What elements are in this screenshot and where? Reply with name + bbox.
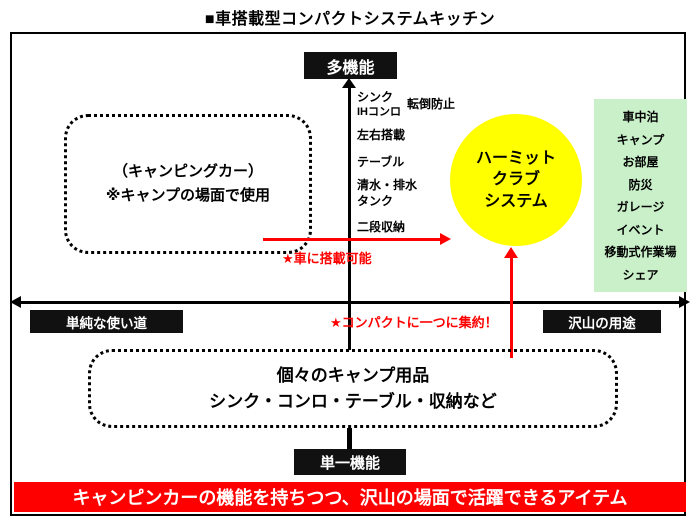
camper-note-line2: ※キャンプの場面で使用 <box>105 187 271 204</box>
red-right-arrowhead-icon <box>440 233 451 245</box>
usage-item-disaster: 防災 <box>628 177 653 192</box>
horizontal-axis-line <box>20 301 680 304</box>
axis-label-single-function: 単一機能 <box>294 449 406 475</box>
usage-item-car-stay: 車中泊 <box>622 110 659 125</box>
feature-item-tip-prevention: 転倒防止 <box>407 97 456 111</box>
usage-item-share: シェア <box>622 267 659 282</box>
individual-goods-box: 個々のキャンプ用品 シンク・コンロ・テーブル・収納など <box>88 349 618 428</box>
camper-note-line1: （キャンピングカー） <box>112 163 263 180</box>
up-arrowhead-icon <box>342 78 356 88</box>
feature-item-two-tier-storage: 二段収納 <box>357 220 406 234</box>
left-arrowhead-icon <box>10 296 21 308</box>
individual-goods-line1: 個々のキャンプ用品 <box>276 366 430 385</box>
usage-item-camp: キャンプ <box>616 132 665 147</box>
feature-item-water-drain: 清水・排水 <box>357 178 418 192</box>
axis-label-many-uses: 沢山の用途 <box>543 310 661 333</box>
feature-item-left-right-mount: 左右搭載 <box>357 128 406 142</box>
circle-line1: ハーミット <box>475 149 556 167</box>
consolidate-arrow <box>510 258 513 358</box>
feature-item-table: テーブル <box>357 155 405 169</box>
usage-item-event: イベント <box>616 222 665 237</box>
camper-note-box: （キャンピングカー） ※キャンプの場面で使用 <box>64 114 312 254</box>
bottom-banner: キャンピンカーの機能を持ちつつ、沢山の場面で活躍できるアイテム <box>14 482 686 512</box>
feature-item-tank: タンク <box>357 194 394 208</box>
vertical-axis-line <box>348 86 351 350</box>
car-mountable-label: ★車に搭載可能 <box>282 251 372 266</box>
circle-line3: システム <box>484 192 548 210</box>
individual-goods-line2: シンク・コンロ・テーブル・収納など <box>209 391 497 411</box>
right-arrowhead-icon <box>679 296 690 308</box>
feature-item-sink: シンク <box>357 90 394 104</box>
page-title: ■車搭載型コンパクトシステムキッチン <box>204 11 496 28</box>
vertical-axis-bottom-segment <box>347 428 352 449</box>
usage-item-garage: ガレージ <box>616 200 665 215</box>
usage-item-room: お部屋 <box>622 155 659 170</box>
consolidate-label: ★コンパクトに一つに集約！ <box>330 315 498 330</box>
car-mountable-arrow <box>263 238 440 241</box>
usage-list-box: 車中泊 キャンプ お部屋 防災 ガレージ イベント 移動式作業場 シェア <box>594 99 687 292</box>
feature-item-ih-stove: IHコンロ <box>357 106 401 118</box>
axis-label-multifunction: 多機能 <box>304 52 397 79</box>
red-up-arrowhead-icon <box>504 247 518 258</box>
axis-label-simple-use: 単純な使い道 <box>30 310 183 333</box>
circle-line2: クラブ <box>491 171 540 189</box>
usage-item-mobile-workshop: 移動式作業場 <box>604 245 677 260</box>
hermit-club-system-circle: ハーミット クラブ システム <box>450 114 582 246</box>
